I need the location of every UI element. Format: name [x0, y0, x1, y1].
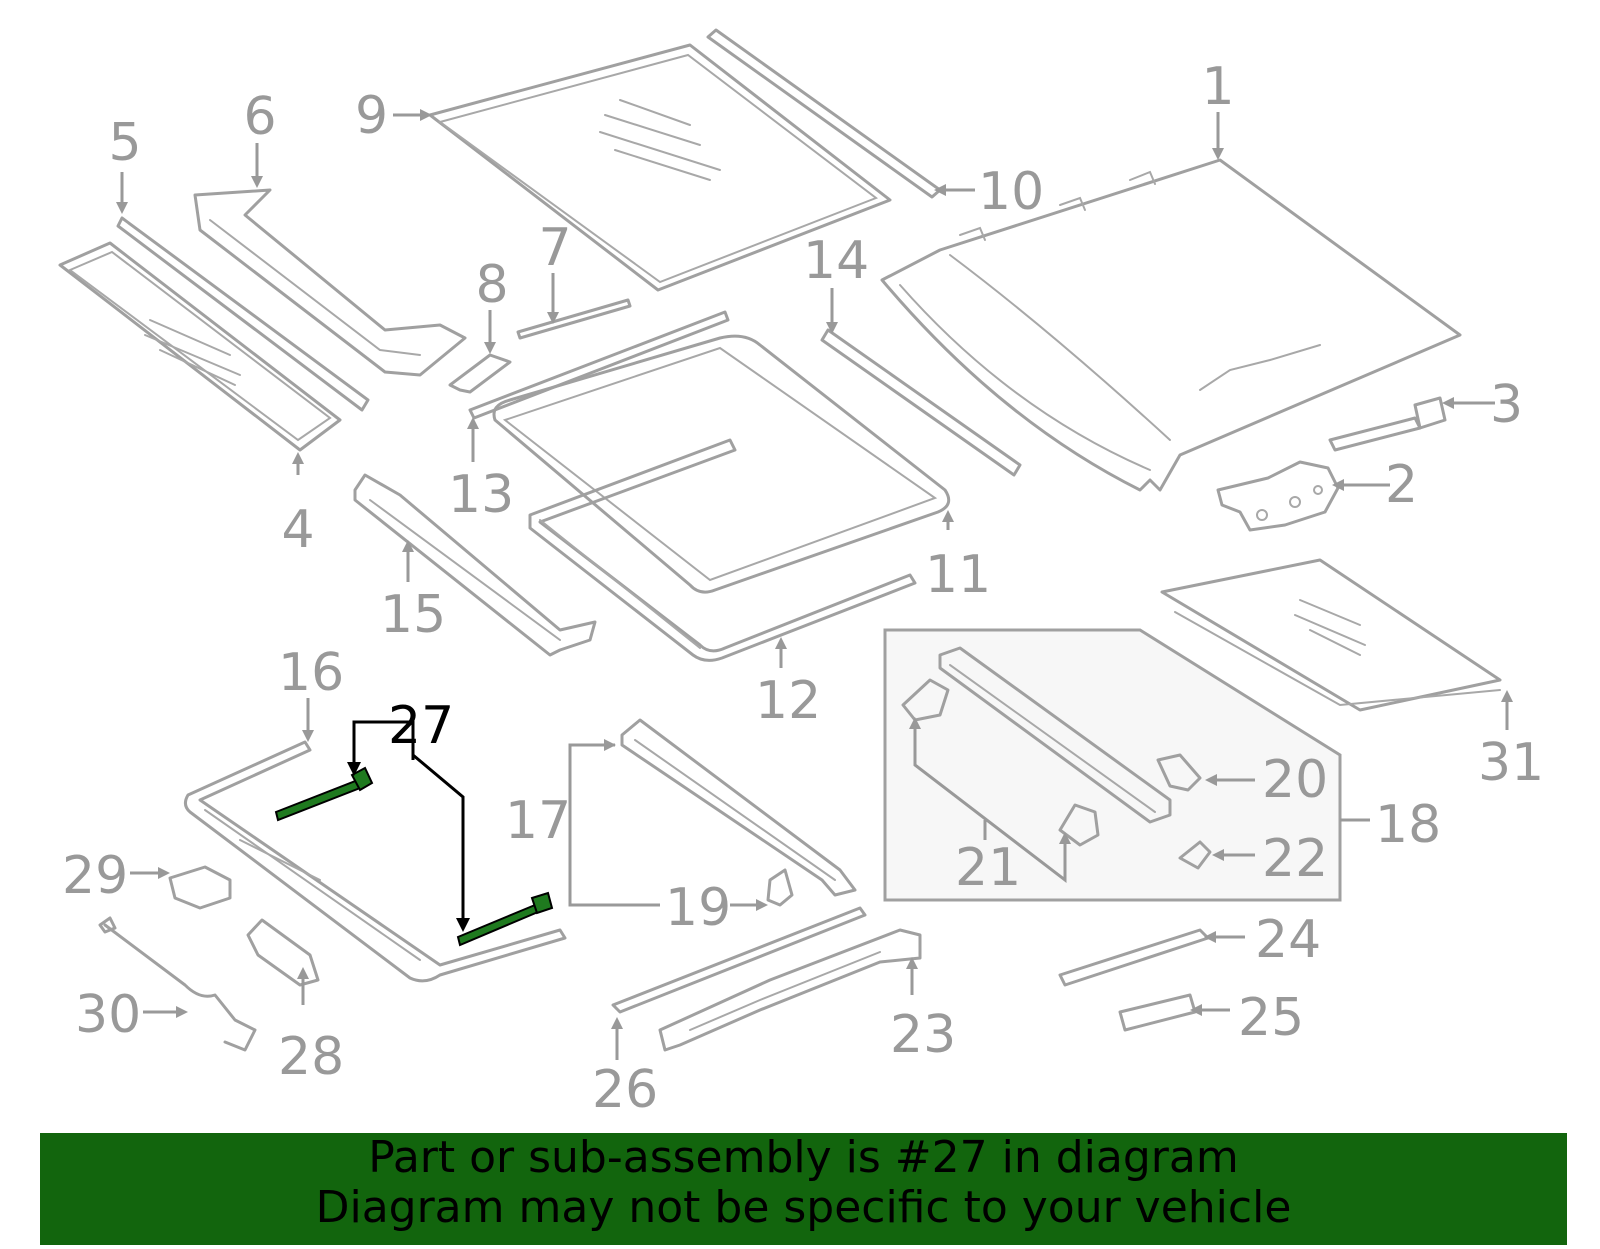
- banner-line-1: Part or sub-assembly is #27 in diagram: [368, 1132, 1239, 1183]
- label-23: 23: [890, 1005, 956, 1065]
- part-24-strip[interactable]: [1058, 928, 1210, 987]
- label-6: 6: [243, 87, 276, 147]
- part-25-bracket[interactable]: [1118, 993, 1197, 1032]
- leader-lines-27: [347, 720, 470, 932]
- part-11-seal-frame[interactable]: [492, 334, 951, 594]
- part-19-clip[interactable]: [766, 868, 794, 907]
- label-12: 12: [755, 671, 821, 731]
- part-labels: 1 2 3 4 5 6 7 8 9 10 11 12 13 14 15 16 1…: [62, 57, 1544, 1120]
- part-31-glass-panel[interactable]: [1160, 558, 1502, 712]
- label-20: 20: [1262, 750, 1328, 810]
- label-5: 5: [108, 113, 141, 173]
- part-7-rod[interactable]: [516, 298, 632, 340]
- label-8: 8: [475, 255, 508, 315]
- label-4: 4: [281, 500, 314, 560]
- info-banner: Part or sub-assembly is #27 in diagram D…: [40, 1133, 1567, 1245]
- label-25: 25: [1238, 988, 1304, 1048]
- part-17-frame-rail[interactable]: [620, 718, 857, 897]
- label-11: 11: [925, 545, 991, 605]
- leader-lines: [116, 109, 1513, 1060]
- label-31: 31: [1478, 733, 1544, 793]
- part-14-trim-strip[interactable]: [820, 328, 1022, 477]
- part-12-seal[interactable]: [528, 438, 917, 662]
- label-15: 15: [380, 585, 446, 645]
- banner-line-2: Diagram may not be specific to your vehi…: [315, 1182, 1292, 1233]
- part-27-highlighted[interactable]: [274, 766, 554, 947]
- label-16: 16: [278, 643, 344, 703]
- part-26-trim[interactable]: [611, 906, 867, 1014]
- part-1-roof-panel[interactable]: [880, 158, 1462, 492]
- part-9-glass-panel[interactable]: [428, 43, 892, 292]
- label-10: 10: [978, 162, 1044, 222]
- part-5-trim-strip[interactable]: [116, 216, 370, 412]
- part-28-bracket[interactable]: [246, 918, 320, 987]
- label-27: 27: [388, 696, 454, 756]
- label-13: 13: [448, 465, 514, 525]
- label-1: 1: [1201, 57, 1234, 117]
- label-21: 21: [955, 838, 1021, 898]
- part-4-glass-panel[interactable]: [58, 241, 342, 452]
- label-30: 30: [75, 985, 141, 1045]
- label-18: 18: [1375, 795, 1441, 855]
- label-26: 26: [592, 1060, 658, 1120]
- label-9: 9: [355, 86, 388, 146]
- part-18-assembly-box[interactable]: [883, 628, 1342, 902]
- part-3-rod[interactable]: [1328, 396, 1447, 452]
- label-14: 14: [803, 231, 869, 291]
- part-8-clip[interactable]: [448, 353, 512, 394]
- label-29: 29: [62, 846, 128, 906]
- part-15-frame-rail[interactable]: [353, 473, 597, 657]
- label-2: 2: [1385, 455, 1418, 515]
- label-24: 24: [1255, 910, 1321, 970]
- part-23-rail[interactable]: [658, 928, 922, 1052]
- label-19: 19: [665, 878, 731, 938]
- part-13-trim-strip[interactable]: [468, 310, 730, 420]
- part-30-cable[interactable]: [98, 916, 257, 1052]
- label-3: 3: [1490, 375, 1523, 435]
- part-16-frame[interactable]: [183, 740, 567, 983]
- part-10-trim-strip[interactable]: [706, 28, 942, 199]
- label-7: 7: [538, 218, 571, 278]
- part-29-motor[interactable]: [168, 865, 232, 910]
- label-17: 17: [505, 791, 571, 851]
- part-2-bracket[interactable]: [1216, 460, 1340, 532]
- part-6-deflector[interactable]: [193, 188, 467, 377]
- label-28: 28: [278, 1027, 344, 1087]
- label-22: 22: [1262, 829, 1328, 889]
